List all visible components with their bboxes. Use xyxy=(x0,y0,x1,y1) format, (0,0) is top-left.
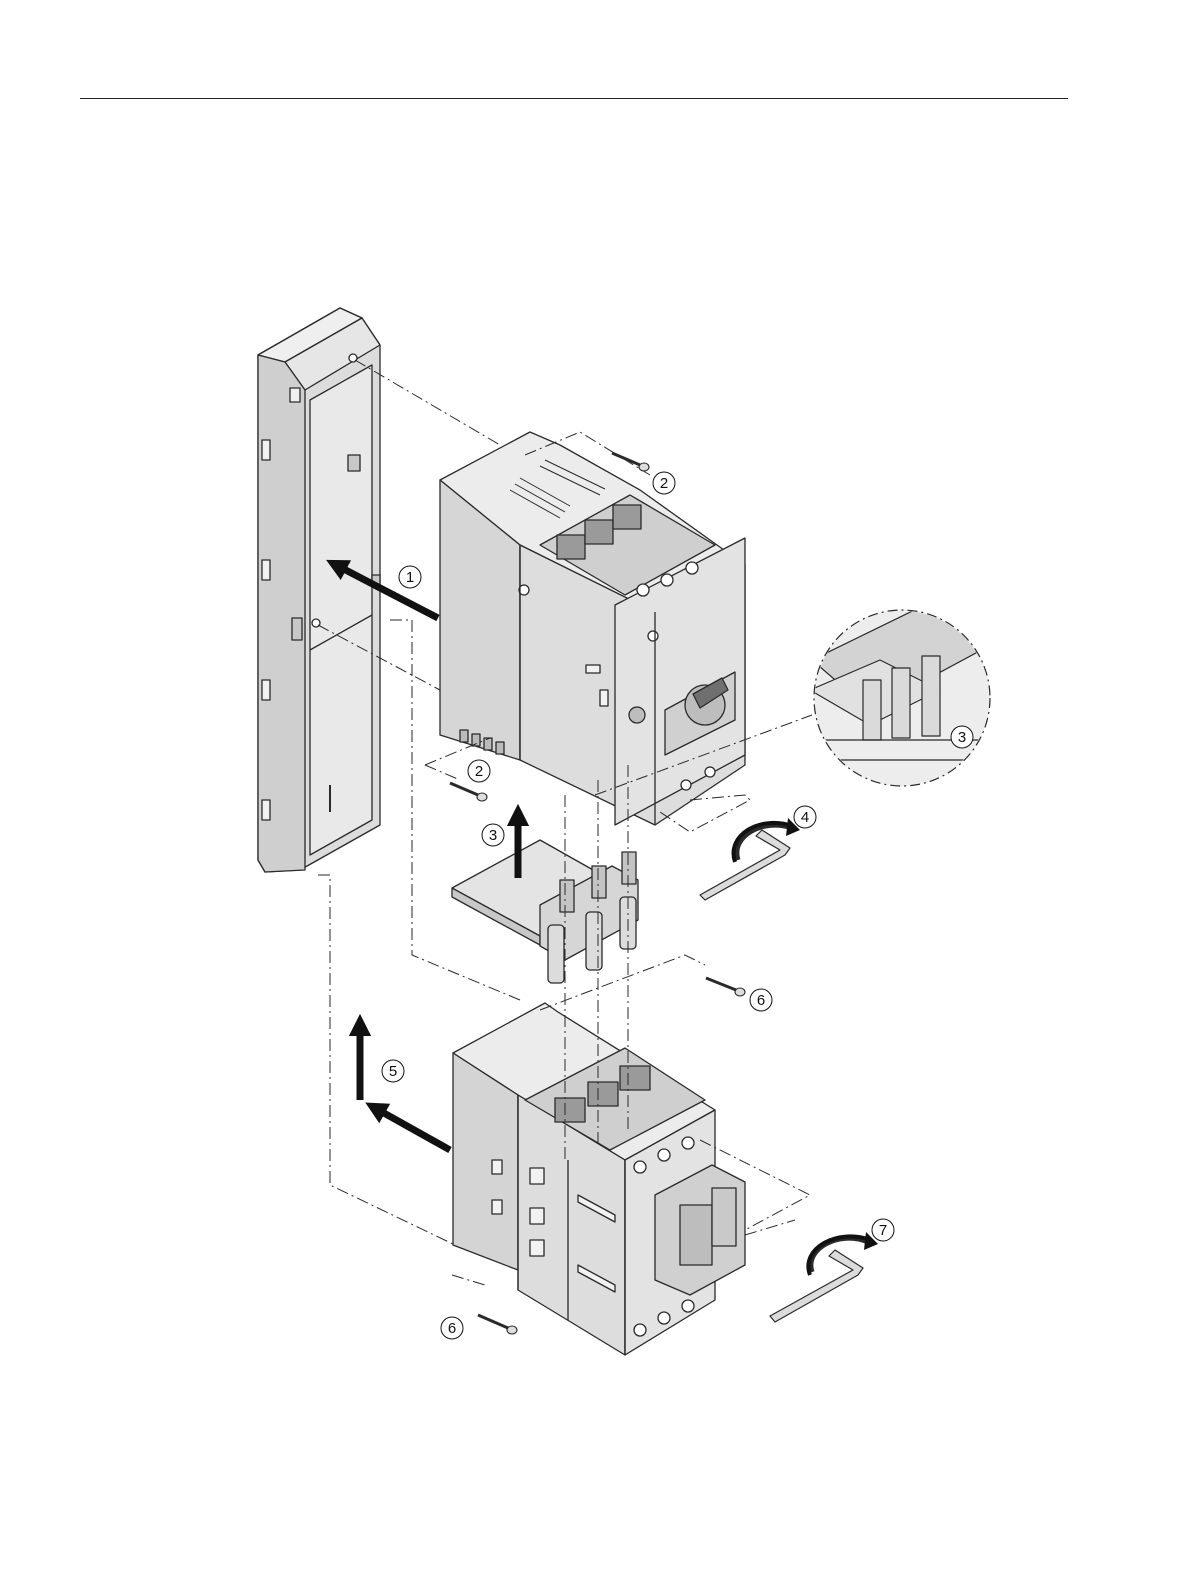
svg-text:1: 1 xyxy=(406,569,414,586)
callout-6: 6 xyxy=(750,989,772,1011)
link-module xyxy=(452,840,638,983)
callout-1: 1 xyxy=(399,566,421,588)
svg-text:6: 6 xyxy=(757,992,765,1009)
arrow-slide-left-lower xyxy=(375,1108,450,1150)
screw-icon xyxy=(450,783,487,801)
screw-icon xyxy=(478,1315,517,1334)
screw-icon xyxy=(706,978,745,996)
hex-key-icon xyxy=(700,825,792,900)
svg-text:6: 6 xyxy=(448,1320,456,1337)
callout-6: 6 xyxy=(441,1317,463,1339)
screw-icon xyxy=(612,453,649,471)
detail-magnifier xyxy=(810,600,1000,786)
callout-7: 7 xyxy=(872,1219,894,1241)
callout-5: 5 xyxy=(382,1060,404,1082)
contactor xyxy=(453,1003,745,1355)
callout-2: 2 xyxy=(653,472,675,494)
hex-key-icon xyxy=(770,1238,868,1322)
svg-text:2: 2 xyxy=(475,763,483,780)
callout-2: 2 xyxy=(468,760,490,782)
svg-text:2: 2 xyxy=(660,475,668,492)
callout-4: 4 xyxy=(794,806,816,828)
callout-3: 3 xyxy=(482,824,504,846)
svg-text:7: 7 xyxy=(879,1222,887,1239)
svg-text:5: 5 xyxy=(389,1063,397,1080)
svg-text:4: 4 xyxy=(801,809,809,826)
rotate-arrow-icon xyxy=(808,1232,878,1275)
svg-text:3: 3 xyxy=(958,729,966,746)
mounting-rail xyxy=(258,308,380,872)
callout-3: 3 xyxy=(951,726,973,748)
svg-text:3: 3 xyxy=(489,827,497,844)
